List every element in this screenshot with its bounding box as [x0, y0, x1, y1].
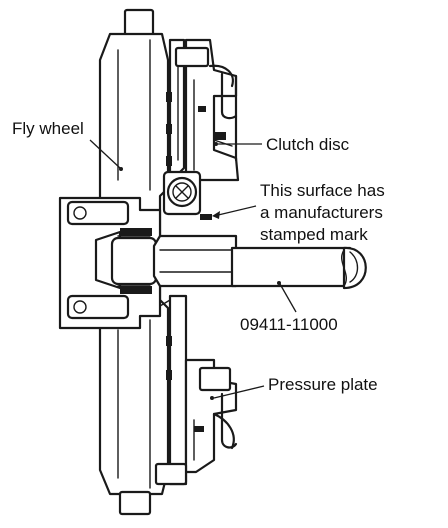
- pressure-plate-cover-upper: [174, 38, 240, 182]
- pressure-plate-lower: [154, 294, 238, 486]
- alignment-tool: [152, 234, 367, 290]
- alignment-gauge: [162, 170, 212, 220]
- label-pressure-plate: Pressure plate: [268, 375, 378, 394]
- label-surface-line1: This surface has: [260, 181, 385, 200]
- label-fly-wheel: Fly wheel: [12, 119, 84, 138]
- crankshaft-hub: [58, 196, 162, 330]
- label-tool-number: 09411-11000: [240, 315, 338, 334]
- label-clutch-disc: Clutch disc: [266, 135, 350, 154]
- label-surface-line3: stamped mark: [260, 225, 368, 244]
- label-surface-line2: a manufacturers: [260, 203, 383, 222]
- leader-lines: [89, 139, 297, 400]
